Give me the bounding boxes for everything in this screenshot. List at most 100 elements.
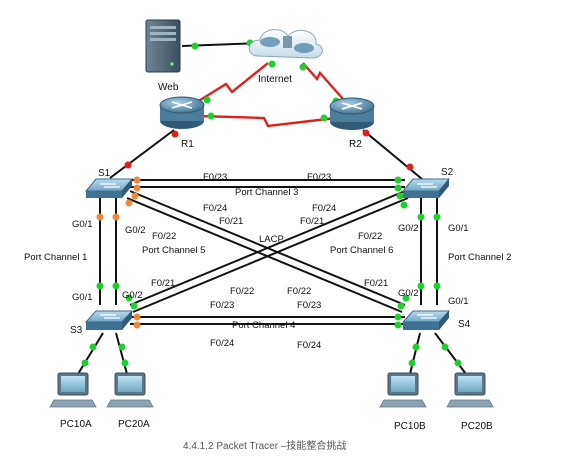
status-dot (362, 129, 370, 137)
port-label: F0/23 (297, 300, 321, 311)
port-label: F0/23 (307, 172, 331, 183)
cable-s1-s4-f022 (126, 197, 403, 313)
device-label-pc10a: PC10A (60, 419, 92, 430)
channel-label-pc5: Port Channel 5 (142, 245, 205, 256)
device-label-s4: S4 (458, 319, 471, 330)
port-label: G0/2 (125, 225, 146, 236)
switch-s2[interactable]: S2 (401, 167, 454, 198)
status-dot (268, 60, 276, 68)
status-dot (130, 302, 138, 310)
port-label: G0/1 (448, 223, 469, 234)
port-label: F0/21 (219, 216, 243, 227)
status-dot (96, 282, 104, 290)
router-r1[interactable]: R1 (159, 96, 205, 150)
status-dot (191, 42, 199, 50)
channel-label-pc1: Port Channel 1 (24, 252, 87, 263)
port-label: F0/22 (230, 286, 254, 297)
cable-s2-s3-f021 (129, 190, 406, 306)
switch-s4[interactable]: S4 (401, 310, 471, 330)
serial-internet-r2 (302, 62, 344, 100)
serial-r1-internet (196, 62, 269, 104)
channel-label-pc2: Port Channel 2 (448, 252, 511, 263)
internet-cloud[interactable]: Internet (248, 29, 323, 85)
device-label-pc10b: PC10B (394, 421, 426, 432)
status-dot (81, 359, 89, 367)
status-dot (397, 302, 405, 310)
status-dot (133, 176, 141, 184)
status-dot (394, 184, 402, 192)
port-label: G0/2 (122, 290, 143, 301)
switch-s1[interactable]: S1 (84, 168, 134, 198)
status-dot (112, 282, 120, 290)
port-label: G0/1 (448, 296, 469, 307)
serial-r1-r2 (198, 114, 337, 128)
link-status-dots (81, 39, 462, 367)
status-dot (133, 321, 141, 329)
status-dot (203, 96, 211, 104)
status-dot (417, 213, 425, 221)
cable-s2-s3-f022 (132, 197, 409, 313)
status-dot (400, 201, 408, 209)
pc-pc10b[interactable]: PC10B (379, 372, 427, 432)
channel-label-pc4: Port Channel 4 (232, 320, 295, 331)
status-dot (433, 282, 441, 290)
status-dot (124, 161, 132, 169)
lacp-label: LACP (259, 234, 284, 245)
port-label: F0/21 (151, 278, 175, 289)
port-label: F0/21 (300, 216, 324, 227)
device-label-web: Web (158, 82, 179, 93)
cable-s4-pc10b (409, 332, 421, 375)
status-dot (171, 130, 179, 138)
status-dot (396, 192, 404, 200)
channel-label-pc6: Port Channel 6 (330, 245, 393, 256)
port-label: F0/24 (203, 203, 227, 214)
switch-s3[interactable]: S3 (70, 310, 134, 336)
pc-pc10a[interactable]: PC10A (49, 372, 97, 430)
status-dot (96, 213, 104, 221)
status-dot (454, 359, 462, 367)
router-r2[interactable]: R2 (329, 97, 375, 150)
status-dot (320, 114, 328, 122)
status-dot (394, 313, 402, 321)
port-label: F0/24 (312, 203, 336, 214)
pc-pc20a[interactable]: PC20A (106, 372, 154, 430)
status-dot (441, 343, 449, 351)
status-dot (412, 343, 420, 351)
port-label: G0/1 (72, 219, 93, 230)
status-dot (89, 343, 97, 351)
status-dot (125, 294, 133, 302)
device-label-internet: Internet (258, 74, 292, 85)
device-label-pc20a: PC20A (118, 419, 150, 430)
device-label-r2: R2 (349, 139, 362, 150)
status-dot (394, 176, 402, 184)
port-labels: F0/23 F0/23 Port Channel 3 F0/24 F0/21 F… (24, 172, 511, 351)
status-dot (406, 163, 414, 171)
device-label-s1: S1 (98, 168, 111, 179)
status-dot (207, 112, 215, 120)
port-label: F0/22 (287, 286, 311, 297)
figure-caption: 4.4.1.2 Packet Tracer –技能整合挑战 (183, 439, 346, 452)
status-dot (433, 213, 441, 221)
port-label: F0/23 (203, 172, 227, 183)
device-label-pc20b: PC20B (461, 421, 493, 432)
status-dot (133, 184, 141, 192)
status-dot (394, 321, 402, 329)
port-label: G0/1 (72, 292, 93, 303)
port-label: F0/23 (210, 300, 234, 311)
cable-r2-s2 (362, 129, 423, 180)
port-label: F0/24 (297, 340, 321, 351)
port-label: F0/22 (358, 231, 382, 242)
port-label: F0/24 (210, 338, 234, 349)
status-dot (299, 63, 307, 71)
device-label-r1: R1 (181, 139, 194, 150)
port-label: G0/2 (398, 223, 419, 234)
pc-pc20b[interactable]: PC20B (446, 372, 494, 432)
web-server[interactable]: Web (145, 19, 181, 93)
status-dot (131, 192, 139, 200)
channel-label-pc3: Port Channel 3 (235, 187, 298, 198)
status-dot (118, 343, 126, 351)
port-label: F0/22 (152, 231, 176, 242)
device-label-s3: S3 (70, 325, 83, 336)
status-dot (125, 199, 133, 207)
